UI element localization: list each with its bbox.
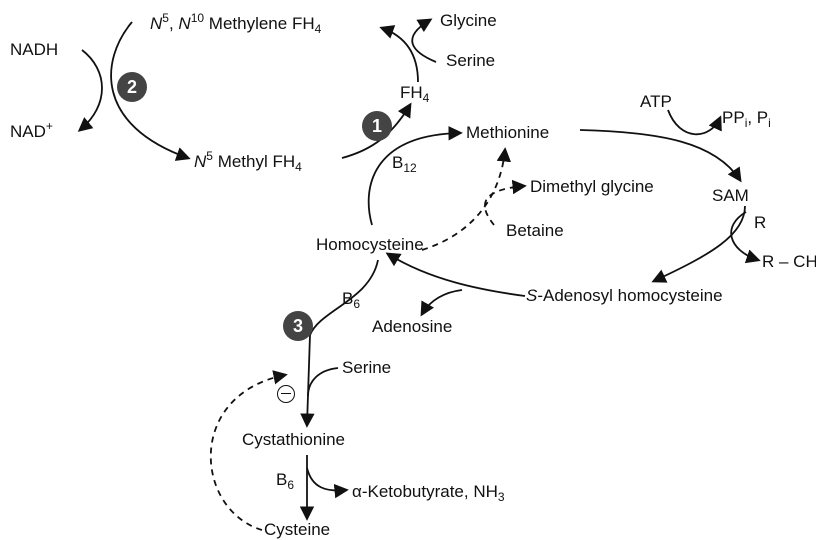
badge-3: 3 [283,311,313,341]
label-glycine: Glycine [440,11,497,30]
arrow-serine-to-glycine [411,18,437,63]
label-serine-bottom: Serine [342,358,392,377]
arrow-fh4-to-methylene [379,25,419,83]
label-ketobutyrate: α-Ketobutyrate, NH3 [352,482,505,504]
minus-in-circle-icon [277,385,295,403]
label-fh4: FH4 [400,83,430,105]
arrow-homocysteine-to-cystathionine [300,259,379,428]
label-nadh: NADH [10,40,59,59]
label-adenosine: Adenosine [372,317,453,336]
label-r-ch3: R – CH3 [762,252,816,271]
arrow-sam-to-sah [651,205,746,283]
label-ppi-pi: PPi, Pi [722,108,771,130]
label-cysteine: Cysteine [264,520,331,539]
label-betaine: Betaine [506,221,564,240]
label-serine-top: Serine [446,51,496,70]
label-b12: B12 [392,153,417,175]
arrow-sah-to-homocysteine [385,252,526,297]
label-atp: ATP [640,92,672,111]
label-methyl-fh4: N5 Methyl FH4 [194,149,302,174]
label-r: R [754,213,767,232]
arrow-cystathionine-to-ketobutyrate [306,467,349,499]
arrow-sah-to-adenosine [420,289,463,317]
label-methylene-fh4: N5, N10 Methylene FH4 [150,11,322,36]
label-cystathionine: Cystathionine [242,430,346,449]
arrow-serine-join [307,367,339,397]
arrow-cysteine-feedback [209,370,288,531]
label-homocysteine: Homocysteine [316,235,424,254]
label-b6-lower: B6 [276,470,295,492]
label-dimethyl-glycine: Dimethyl glycine [530,177,654,196]
arrow-betaine-to-dimethylglycine [484,179,527,226]
arrow-atp-to-ppi [667,109,722,136]
arrow-homocysteine-to-methionine [367,126,463,226]
badge-1: 1 [362,111,392,141]
arrow-methylene-to-methyl [110,21,191,161]
label-methionine: Methionine [466,123,550,142]
label-nad-plus: NAD+ [10,119,53,141]
arrow-betaine-to-methionine [421,147,512,251]
label-b6-upper: B6 [342,289,361,311]
label-s-adenosyl-homocysteine: S-Adenosyl homocysteine [526,286,723,305]
arrow-methionine-to-sam [579,129,742,183]
label-sam: SAM [712,186,749,205]
badge-2: 2 [117,72,147,102]
arrow-r-to-rch3 [730,211,761,264]
arrow-nadh-to-nad [77,49,103,132]
